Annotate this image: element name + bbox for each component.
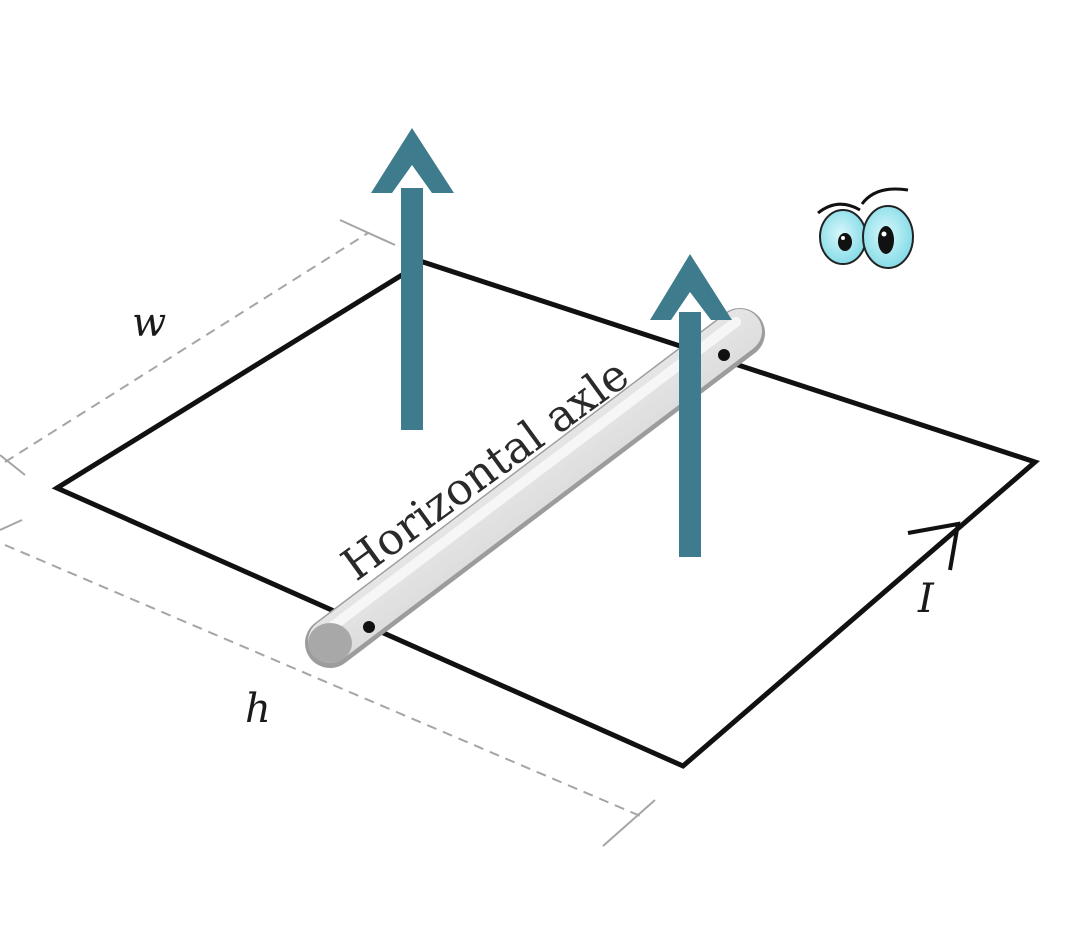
axle-pivot-far	[718, 349, 730, 361]
dimension-line-h	[0, 519, 656, 847]
label-h: h	[245, 686, 271, 732]
dimension-line-w	[0, 219, 396, 476]
label-current: I	[917, 576, 935, 622]
axle-pivot-near	[363, 621, 375, 633]
current-loop	[51, 259, 1040, 769]
field-arrow-right	[650, 254, 732, 557]
label-w: w	[132, 300, 166, 346]
field-arrow-left	[371, 128, 454, 430]
current-direction-arrow	[907, 521, 961, 571]
horizontal-axle	[305, 308, 765, 668]
cartoon-eyes-icon	[817, 187, 914, 269]
